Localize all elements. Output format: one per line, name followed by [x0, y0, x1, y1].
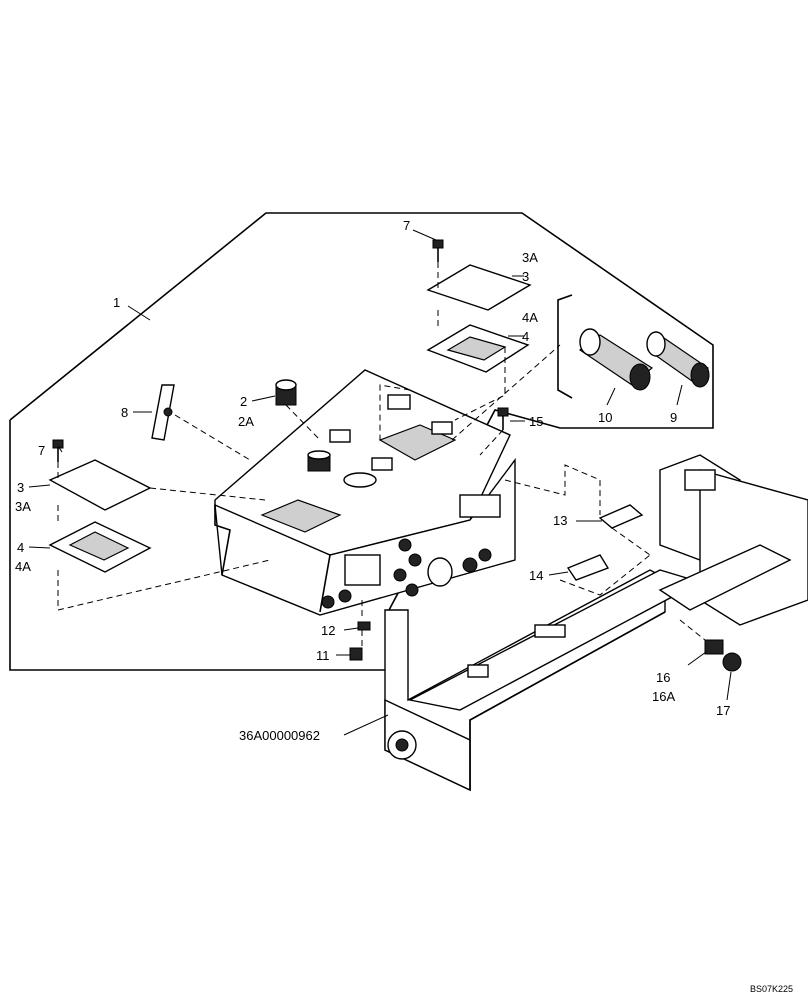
label-16: 16 [656, 670, 670, 685]
leader-lines [28, 229, 732, 736]
cover-plate-left [48, 459, 152, 511]
label-12: 12 [321, 623, 335, 638]
label-15: 15 [529, 414, 543, 429]
label-16a: 16A [652, 689, 675, 704]
label-3a-left: 3A [15, 499, 31, 514]
filter-9 [646, 331, 710, 388]
filter-bracket [557, 294, 573, 399]
label-4a-top: 4A [522, 310, 538, 325]
label-11: 11 [316, 648, 330, 663]
cover-plate-top [426, 264, 532, 311]
label-7-top: 7 [403, 218, 410, 233]
clip-14 [566, 554, 610, 581]
label-3-top: 3 [522, 269, 529, 284]
reference-code: BS07K225 [750, 984, 793, 994]
fitting-16 [704, 639, 724, 655]
leader-1 [127, 305, 151, 321]
filter-10 [578, 328, 654, 391]
cap-17 [722, 652, 742, 672]
label-1: 1 [113, 295, 120, 310]
label-2a: 2A [238, 414, 254, 429]
label-3a-top: 3A [522, 250, 538, 265]
label-assembly-number: 36A00000962 [239, 728, 320, 743]
assembly-lines [57, 262, 706, 650]
label-4-left: 4 [17, 540, 24, 555]
label-4a-left: 4A [15, 559, 31, 574]
label-14: 14 [529, 568, 543, 583]
sight-gauge-8 [151, 384, 175, 441]
label-8: 8 [121, 405, 128, 420]
machine-frame [384, 454, 808, 792]
hydraulic-tank [214, 369, 516, 616]
breather-cap-2 [275, 379, 297, 406]
label-3-left: 3 [17, 480, 24, 495]
label-2: 2 [240, 394, 247, 409]
label-17: 17 [716, 703, 730, 718]
label-9: 9 [670, 410, 677, 425]
bracket-13 [598, 504, 644, 529]
bolt-7-left [52, 439, 64, 462]
fitting-12 [357, 621, 371, 631]
label-4-top: 4 [522, 329, 529, 344]
assembly-outline [9, 212, 714, 671]
plug-11 [349, 647, 363, 661]
bolt-7-top [432, 239, 444, 262]
bolt-15 [497, 407, 509, 430]
label-13: 13 [553, 513, 567, 528]
label-10: 10 [598, 410, 612, 425]
label-7-left: 7 [38, 443, 45, 458]
